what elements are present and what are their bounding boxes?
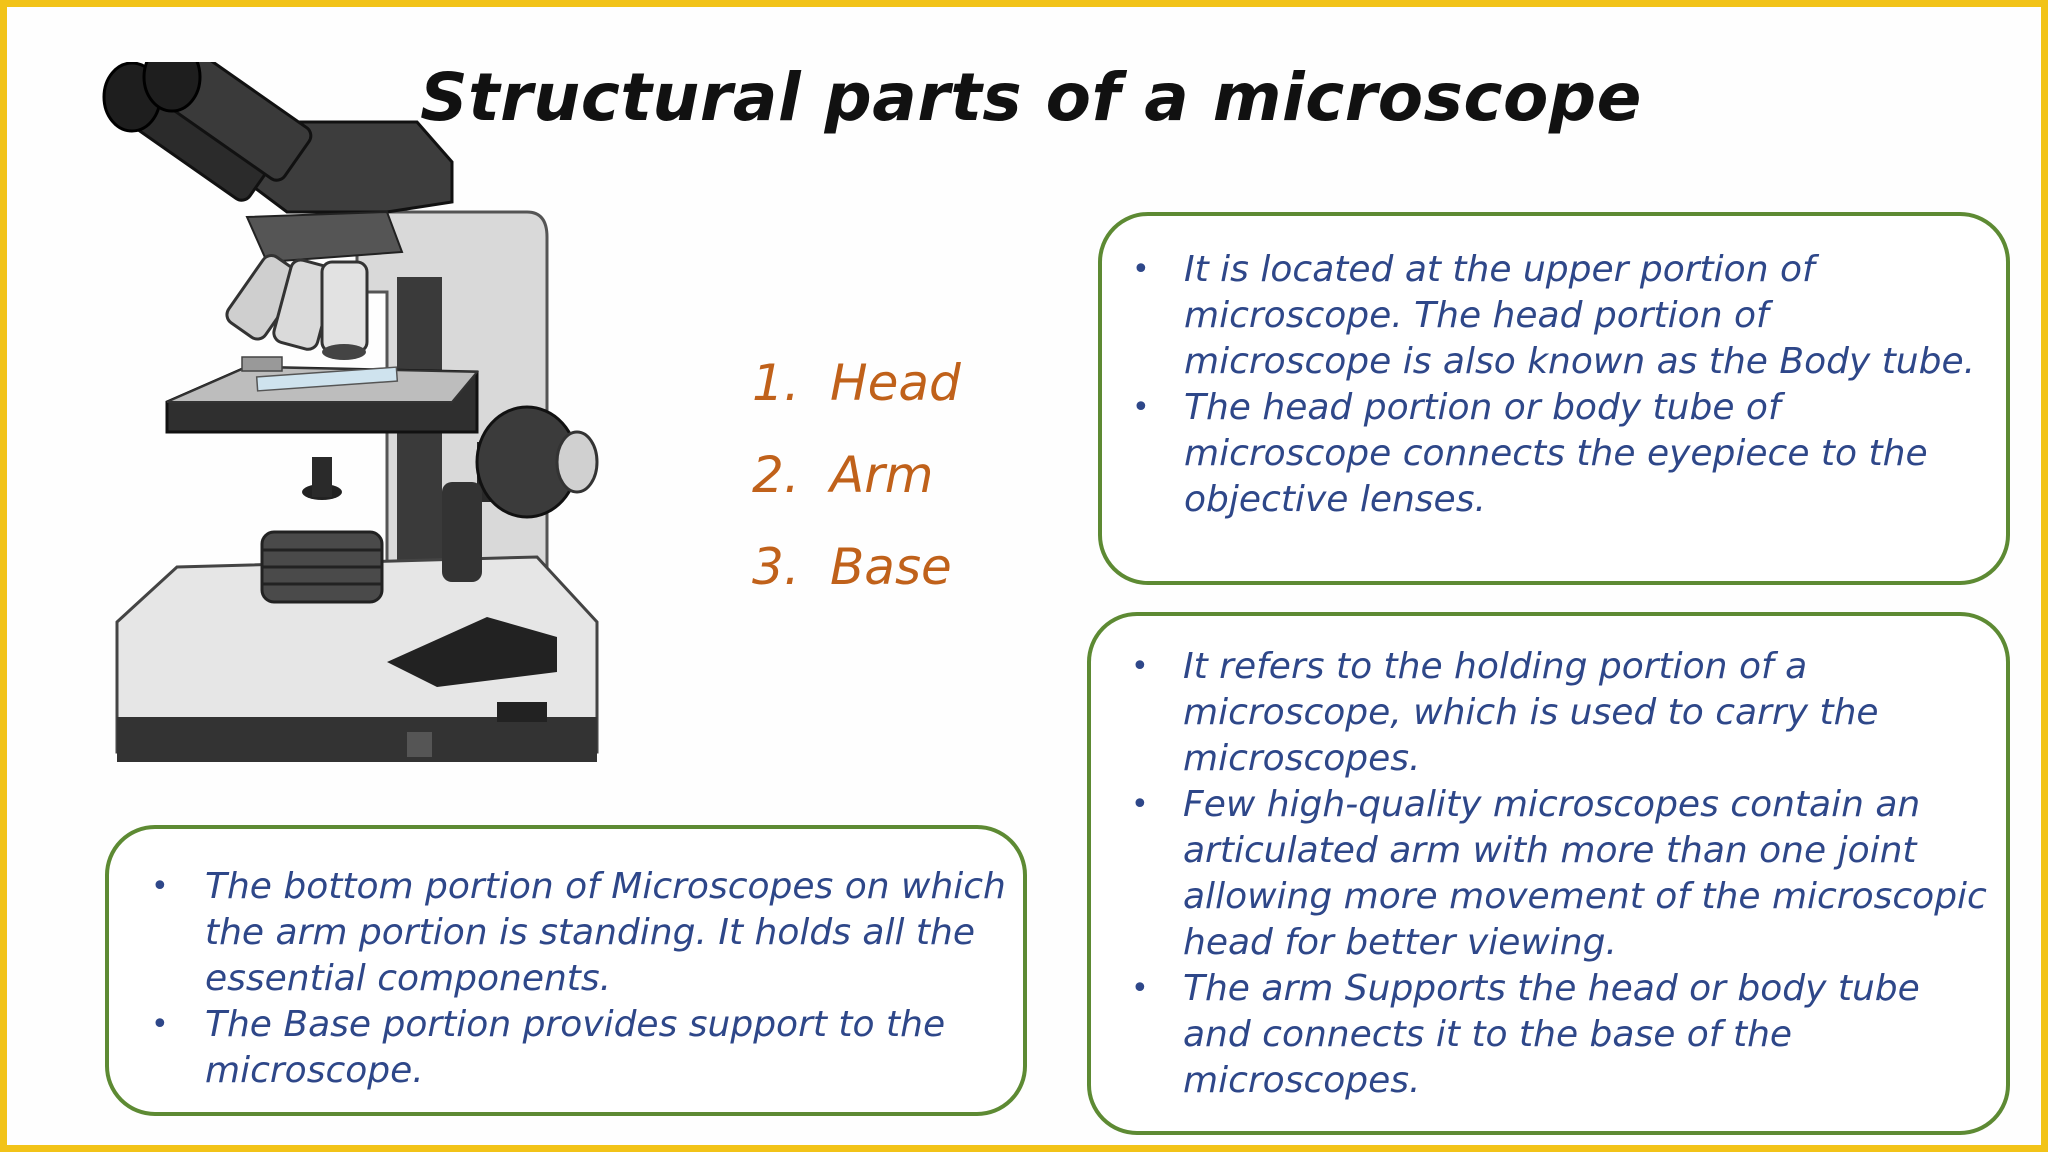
base-bullet: The Base portion provides support to the…: [109, 1002, 1013, 1094]
parts-list: 1. Head 2. Arm 3. Base: [752, 337, 961, 613]
arm-bullet: The arm Supports the head or body tube a…: [1091, 966, 1996, 1104]
part-number: 3.: [752, 538, 800, 596]
part-item-base: 3. Base: [752, 521, 961, 613]
head-bullet-list: It is located at the upper portion of mi…: [1102, 247, 1986, 523]
lower-knob: [442, 482, 482, 582]
base-bottom-band: [117, 717, 597, 762]
part-name: Base: [830, 538, 952, 596]
condenser-post: [312, 457, 332, 497]
base-bullet-list: The bottom portion of Microscopes on whi…: [109, 864, 1013, 1094]
fine-focus-knob: [555, 430, 599, 494]
slide-glass: [255, 366, 399, 392]
part-item-head: 1. Head: [752, 337, 961, 429]
base-light-window: [497, 702, 547, 722]
base-switch: [407, 732, 432, 757]
microscope-illustration: [102, 62, 599, 762]
slide-title: Structural parts of a microscope: [420, 59, 1642, 136]
base-bullet: The bottom portion of Microscopes on whi…: [109, 864, 1013, 1002]
nosepiece-plate: [245, 210, 404, 264]
head-bullet: The head portion or body tube of microsc…: [1102, 385, 1986, 523]
head-bullet: It is located at the upper portion of mi…: [1102, 247, 1986, 385]
part-name: Arm: [830, 446, 934, 504]
eyepiece-tubes: [102, 62, 313, 202]
base-front-panel: [387, 617, 557, 687]
arm-bullet: It refers to the holding portion of a mi…: [1091, 644, 1996, 782]
part-number: 1.: [752, 354, 800, 412]
arm-bullet-list: It refers to the holding portion of a mi…: [1091, 644, 1996, 1104]
stage-clip: [241, 356, 283, 372]
part-name: Head: [830, 354, 961, 412]
part-item-arm: 2. Arm: [752, 429, 961, 521]
objective-lenses: [225, 254, 369, 360]
head-description-box: It is located at the upper portion of mi…: [1098, 212, 2010, 585]
arm-description-box: It refers to the holding portion of a mi…: [1087, 612, 2010, 1135]
arm-bullet: Few high-quality microscopes contain an …: [1091, 782, 1996, 966]
base-description-box: The bottom portion of Microscopes on whi…: [105, 825, 1027, 1116]
part-number: 2.: [752, 446, 800, 504]
